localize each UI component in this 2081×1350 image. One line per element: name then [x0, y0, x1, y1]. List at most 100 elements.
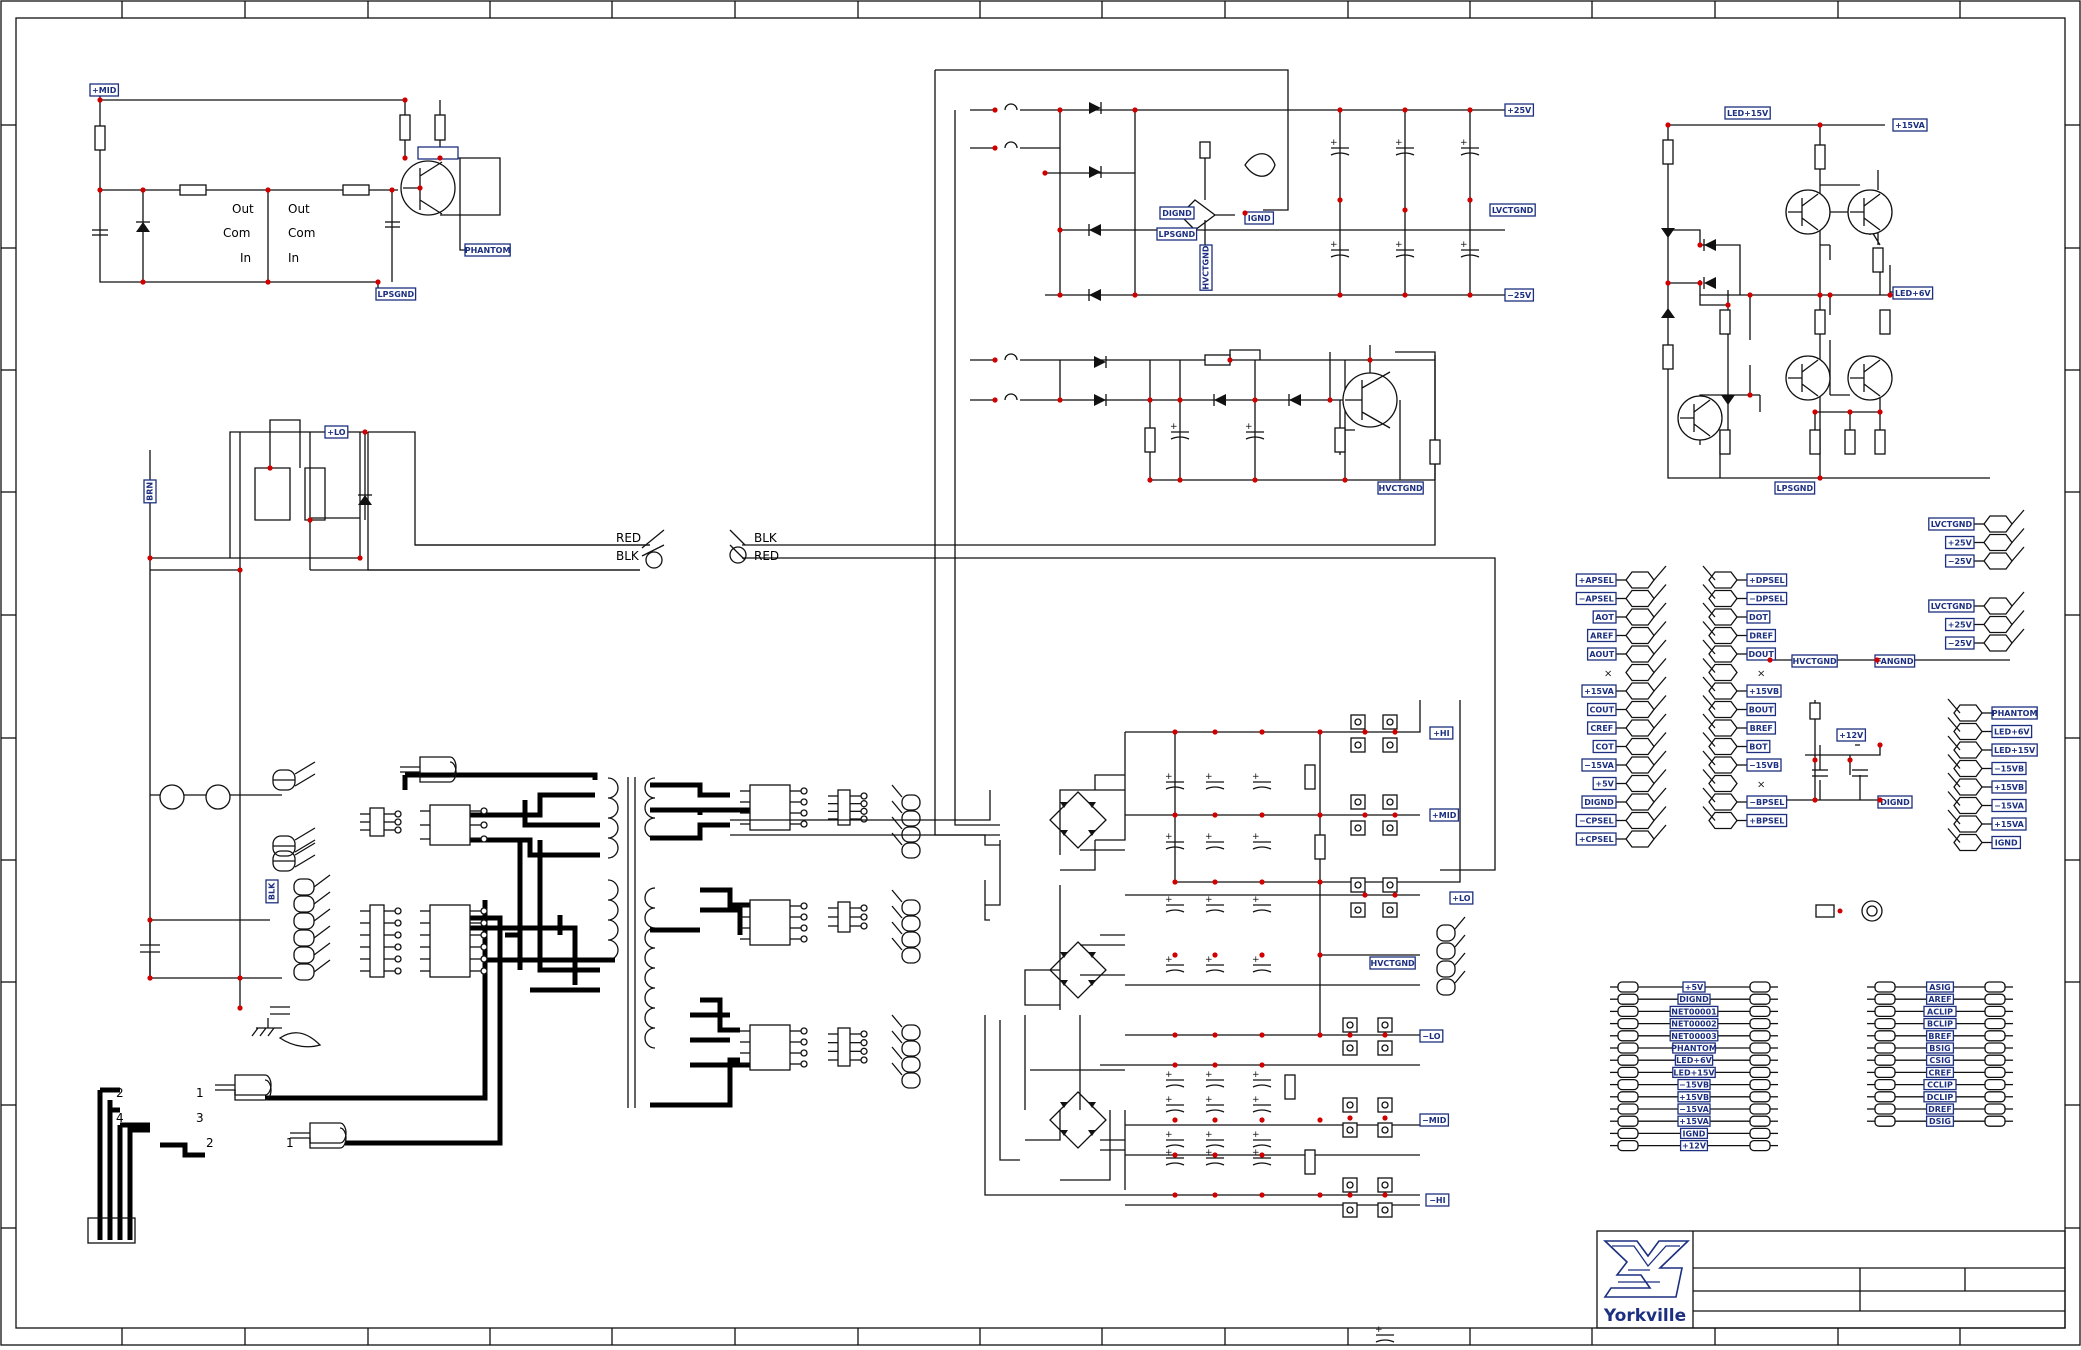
svg-text:+: +: [1252, 1095, 1260, 1105]
ribbon-pin-label: NET00001: [1671, 1007, 1717, 1016]
pin-label: +25V: [1948, 621, 1973, 630]
ribbon-pin-label: +5V: [1685, 983, 1704, 992]
thermistor: [205, 784, 231, 810]
net-label-hvctgnd: HVCTGND: [1377, 481, 1424, 495]
pin-label: IGND: [1995, 839, 2018, 848]
svg-text:×: ×: [1757, 780, 1765, 791]
pin-label: −15VA: [1994, 802, 2024, 811]
net-label-blk_vert: BLK: [265, 879, 279, 904]
resistor: [1304, 764, 1316, 790]
svg-text:+: +: [1165, 1095, 1173, 1105]
switch-pin: 2: [116, 1086, 124, 1100]
svg-text:+: +: [1205, 832, 1213, 842]
ribbon-pin-label: DIGND: [1679, 995, 1709, 1004]
resistor: [1872, 247, 1884, 273]
ribbon-pin-label: +15VB: [1679, 1093, 1709, 1102]
transistor: [1342, 372, 1398, 428]
svg-text:IGND: IGND: [1248, 214, 1271, 223]
transformer-block: [87, 756, 1466, 1244]
net-label-mid_pos: +MID: [1429, 808, 1460, 822]
pin-label: BOT: [1749, 743, 1768, 752]
pin-label: AREF: [1590, 632, 1613, 641]
resistor: [1874, 429, 1886, 455]
net-label-brn: BRN: [143, 479, 157, 504]
pin-label: −15VB: [1749, 761, 1779, 770]
net-label-lo_pos: +LO: [1449, 891, 1474, 905]
svg-text:+: +: [1395, 240, 1403, 250]
svg-text:LPSGND: LPSGND: [377, 290, 414, 299]
pin-label: DIGND: [1584, 798, 1614, 807]
svg-text:DIGND: DIGND: [1880, 798, 1910, 807]
svg-text:DIGND: DIGND: [1162, 209, 1192, 218]
ribbon-pin-label: BREF: [1928, 1032, 1951, 1041]
pin-label: AOUT: [1589, 650, 1614, 659]
resistor: [399, 114, 411, 141]
svg-text:LED+6V: LED+6V: [1895, 289, 1931, 298]
svg-text:×: ×: [1757, 669, 1765, 680]
net-label-fangnd: FANGND: [1874, 654, 1916, 668]
pin-label: DOT: [1749, 613, 1768, 622]
title-block: Yorkville: [1596, 1230, 2066, 1329]
resistor: [1719, 309, 1731, 335]
ribbon-pin-label: DREF: [1928, 1105, 1952, 1114]
pin-label: −BPSEL: [1749, 798, 1784, 807]
svg-text:BLK: BLK: [268, 882, 277, 900]
svg-text:+: +: [1165, 1148, 1173, 1158]
low-voltage-supply: ++++++++: [934, 69, 1735, 836]
svg-text:+: +: [1245, 422, 1253, 432]
net-label-mid_neg: −MID: [1419, 1113, 1450, 1127]
svg-text:FANGND: FANGND: [1876, 657, 1914, 666]
wire-pair-left: RED BLK: [310, 529, 665, 571]
svg-text:+: +: [1165, 832, 1173, 842]
wire-color-label: BLK: [616, 549, 640, 563]
switch-pin: 4: [116, 1111, 124, 1125]
junction-dots: [97, 97, 1893, 1198]
svg-text:+: +: [1252, 895, 1260, 905]
svg-text:+HI: +HI: [1433, 729, 1449, 738]
svg-text:+: +: [1252, 1070, 1260, 1080]
svg-text:+: +: [1252, 1130, 1260, 1140]
resistor: [1204, 354, 1231, 366]
svg-text:+: +: [1330, 240, 1338, 250]
resistor: [1304, 1149, 1316, 1175]
pin-label: +DPSEL: [1749, 576, 1785, 585]
svg-text:+: +: [1330, 138, 1338, 148]
net-label-phantom: PHANTOM: [464, 243, 511, 257]
resistor: [1809, 429, 1821, 455]
svg-text:PHANTOM: PHANTOM: [465, 246, 511, 255]
pin-label: DREF: [1749, 632, 1773, 641]
ribbon-pin-label: LED+6V: [1676, 1056, 1712, 1065]
pin-label: −DPSEL: [1749, 595, 1785, 604]
wire-color-label: BLK: [754, 531, 778, 545]
ribbon-connector-right: ASIGAREFACLIPBCLIPBREFBSIGCSIGCREFCCLIPD…: [1867, 981, 2013, 1127]
svg-text:+MID: +MID: [1432, 811, 1457, 820]
ribbon-pin-label: PHANTOM: [1671, 1044, 1717, 1053]
resistor: [1284, 1074, 1296, 1100]
svg-text:×: ×: [1604, 669, 1612, 680]
svg-text:+: +: [1375, 1325, 1383, 1335]
resistor: [1429, 439, 1441, 465]
ribbon-pin-label: +12V: [1682, 1142, 1707, 1151]
connector-right-header: +DPSEL−DPSELDOTDREFDOUT×+15VBBOUTBREFBOT…: [1702, 565, 1788, 830]
net-label-p25v: +25V: [1504, 103, 1535, 117]
pin-label: BOUT: [1749, 706, 1774, 715]
pin-label: AOT: [1595, 613, 1614, 622]
ribbon-pin-label: ACLIP: [1927, 1007, 1953, 1016]
net-label-lo_top: +LO: [324, 425, 349, 439]
pin-label: +APSEL: [1579, 576, 1614, 585]
svg-text:+: +: [1252, 955, 1260, 965]
switch-pin: 1: [286, 1136, 294, 1150]
svg-text:+: +: [1460, 138, 1468, 148]
relay-pin-label: In: [240, 251, 251, 265]
svg-text:LPSGND: LPSGND: [1776, 484, 1813, 493]
svg-text:+LO: +LO: [1452, 894, 1471, 903]
svg-text:+: +: [1460, 240, 1468, 250]
ribbon-pin-label: IGND: [1683, 1129, 1706, 1138]
pin-label: LED+15V: [1994, 746, 2036, 755]
resistor: [1719, 429, 1731, 455]
ribbon-connector-left: +5VDIGNDNET00001NET00002NET00003PHANTOML…: [1610, 981, 1778, 1152]
svg-text:+25V: +25V: [1507, 106, 1532, 115]
